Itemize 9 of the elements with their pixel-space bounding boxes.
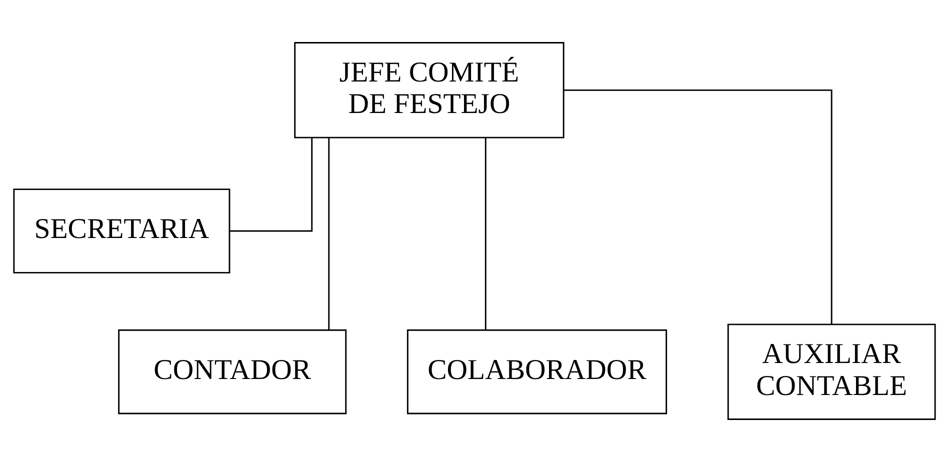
node-box: SECRETARIA [13, 188, 230, 274]
node-box: JEFE COMITÉ DE FESTEJO [294, 42, 564, 138]
connector [230, 138, 313, 232]
connector [484, 138, 486, 330]
node-box: COLABORADOR [406, 329, 668, 414]
connector [564, 89, 832, 324]
node-box: CONTADOR [118, 329, 347, 414]
node-box: AUXILIAR CONTABLE [727, 324, 936, 420]
connector [328, 138, 330, 330]
